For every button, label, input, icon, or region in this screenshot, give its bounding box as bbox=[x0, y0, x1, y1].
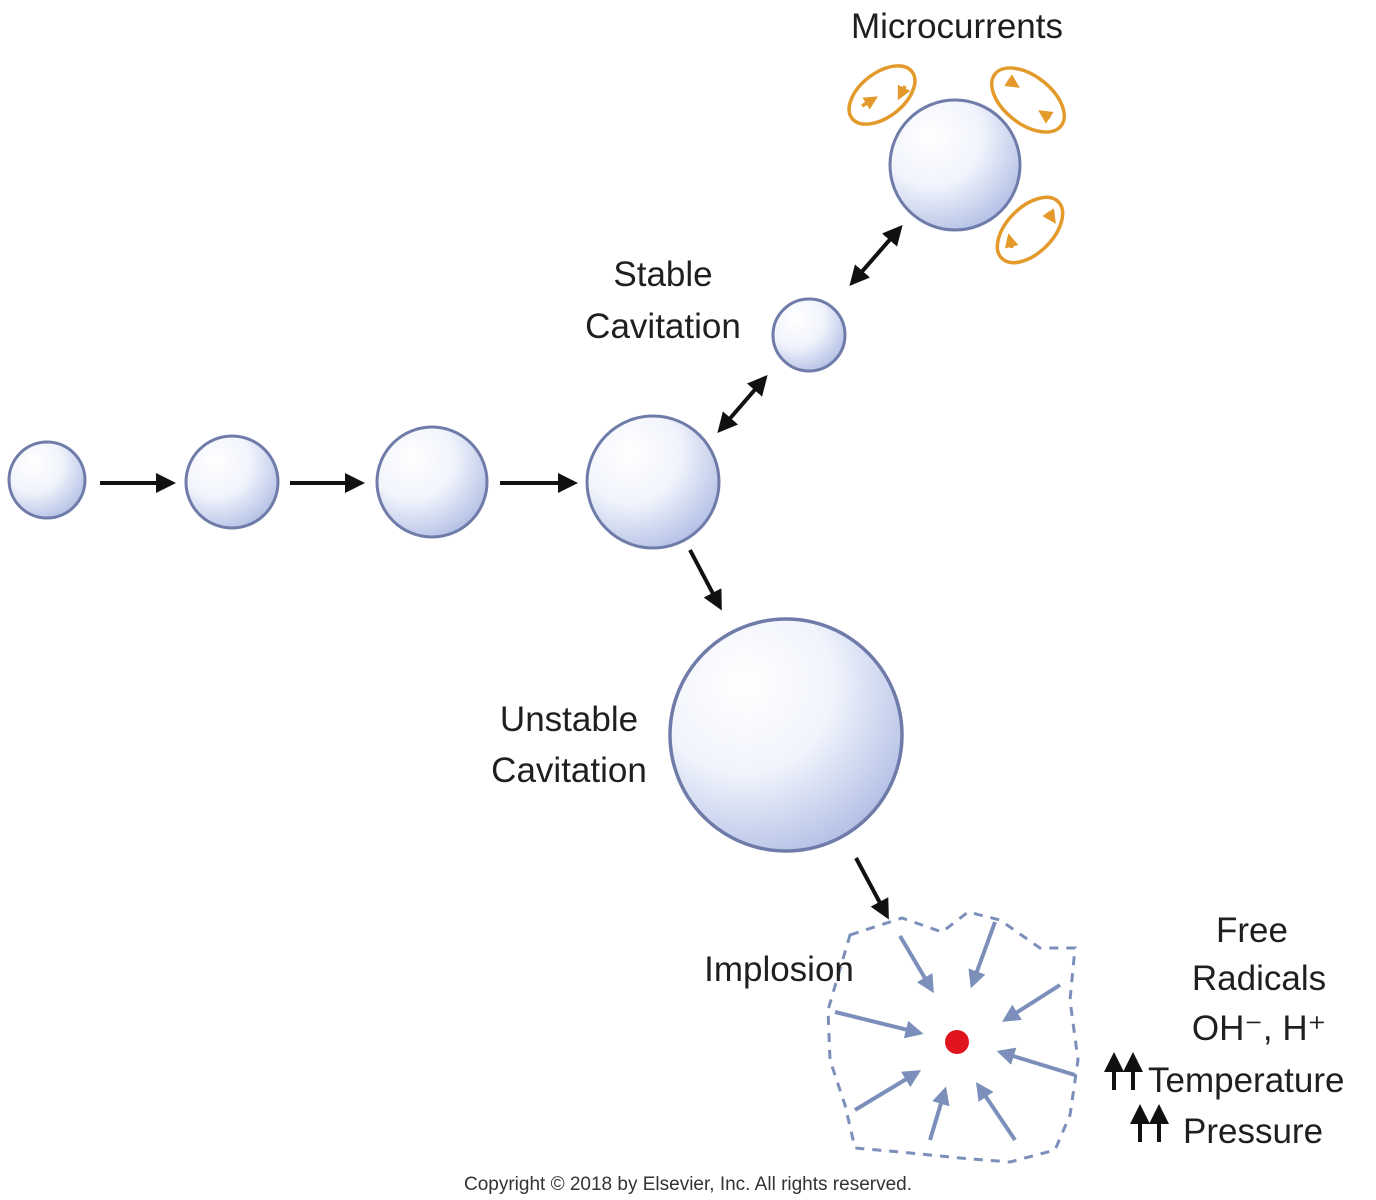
implosion-arrow bbox=[928, 1086, 950, 1141]
bubbles bbox=[7, 98, 1022, 853]
increase-indicators bbox=[1104, 1052, 1169, 1142]
implosion-core bbox=[945, 1030, 969, 1054]
implosion-arrow bbox=[853, 1070, 922, 1112]
label-ions: OH⁻, H⁺ bbox=[1192, 1009, 1326, 1048]
implosion-arrow bbox=[1001, 983, 1062, 1022]
label-microcurrents: Microcurrents bbox=[851, 7, 1063, 46]
labels: Microcurrents Stable Cavitation Unstable… bbox=[464, 7, 1345, 1195]
arrow-to-implosion bbox=[854, 857, 889, 920]
label-free: Free bbox=[1216, 911, 1288, 950]
bubble-2 bbox=[184, 434, 280, 530]
label-unstable-line1: Unstable bbox=[500, 700, 638, 739]
bubble-stable-large bbox=[888, 98, 1022, 232]
arrow-double-stable-1 bbox=[717, 374, 768, 434]
implosion-arrow bbox=[968, 921, 997, 989]
implosion-outline bbox=[826, 910, 1080, 1164]
microcurrent-loop-top-left bbox=[847, 64, 917, 126]
microcurrent-loop-top-right bbox=[990, 66, 1066, 134]
microcurrent-loops bbox=[847, 64, 1066, 265]
label-implosion: Implosion bbox=[704, 950, 854, 989]
bubble-stable-small bbox=[771, 297, 847, 373]
bubble-1 bbox=[7, 440, 87, 520]
label-radicals: Radicals bbox=[1192, 959, 1326, 998]
implosion-arrow bbox=[975, 1082, 1017, 1142]
implosion-arrow bbox=[898, 934, 934, 994]
bubble-4 bbox=[585, 414, 721, 550]
bubble-unstable bbox=[668, 617, 904, 853]
arrow-double-stable-2 bbox=[849, 224, 903, 287]
microcurrent-loop-bottom-right bbox=[995, 195, 1065, 265]
label-stable-line1: Stable bbox=[613, 255, 712, 294]
bubble-3 bbox=[375, 425, 489, 539]
implosion-group bbox=[826, 910, 1080, 1164]
label-stable-line2: Cavitation bbox=[585, 307, 741, 346]
label-unstable-line2: Cavitation bbox=[491, 751, 647, 790]
label-pressure: Pressure bbox=[1183, 1112, 1323, 1151]
process-arrows bbox=[100, 224, 903, 920]
arrow-to-unstable bbox=[688, 549, 722, 611]
label-temperature: Temperature bbox=[1148, 1061, 1344, 1100]
copyright-notice: Copyright © 2018 by Elsevier, Inc. All r… bbox=[464, 1174, 912, 1195]
implosion-arrow bbox=[834, 1010, 924, 1039]
implosion-arrow bbox=[996, 1047, 1076, 1077]
